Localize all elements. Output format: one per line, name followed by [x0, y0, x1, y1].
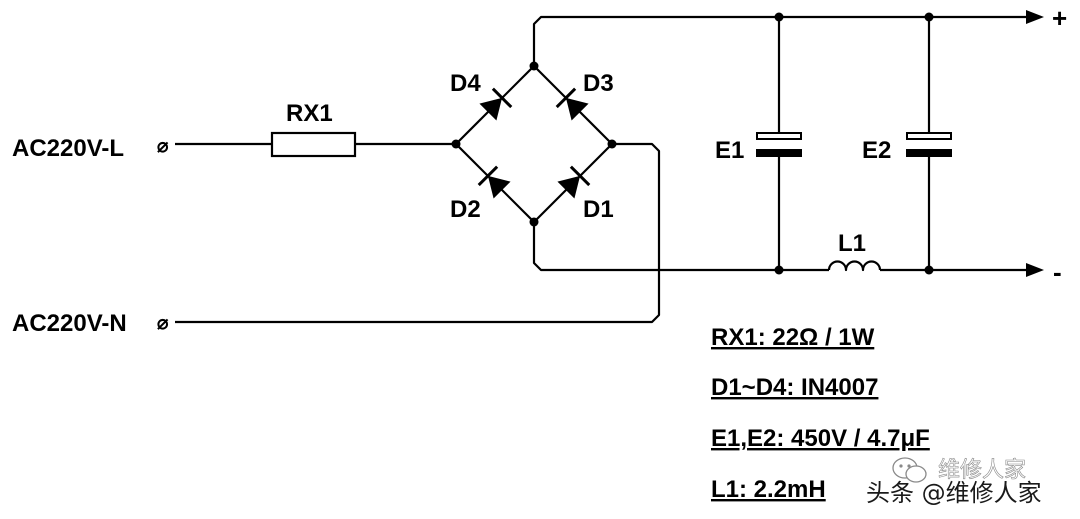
spec-capacitors: E1,E2: 450V / 4.7μF: [711, 425, 930, 452]
d1-label: D1: [583, 196, 614, 223]
junction-bridge-bottom: [529, 217, 539, 227]
junction-dots: [451, 12, 934, 275]
junction-bridge-right: [607, 139, 617, 149]
d3-diode-symbol: [555, 87, 589, 121]
junction-e1-bottom: [774, 265, 784, 275]
negative-rail-left: [532, 222, 829, 272]
spec-rx1: RX1: 22Ω / 1W: [711, 324, 875, 351]
junction-bridge-left: [451, 139, 461, 149]
spec-diodes: D1~D4: IN4007: [711, 374, 878, 401]
junction-e2-bottom: [924, 265, 934, 275]
rx1-resistor-symbol: [270, 131, 357, 158]
ac-l-terminal-symbol: ⌀: [157, 136, 169, 157]
e1-capacitor-symbol: [756, 132, 802, 157]
junction-bridge-top: [529, 61, 539, 71]
d3-label: D3: [583, 70, 614, 97]
ac-n-terminal-symbol: ⌀: [157, 313, 169, 334]
wires: [175, 15, 1028, 324]
e2-label: E2: [862, 137, 891, 164]
positive-output-label: +: [1052, 3, 1067, 33]
d2-diode-symbol: [477, 165, 511, 199]
l1-inductor-symbol: [827, 260, 882, 272]
rx1-label: RX1: [286, 100, 333, 127]
negative-output-label: -: [1053, 257, 1062, 287]
e2-capacitor-symbol: [906, 132, 952, 157]
d4-diode-symbol: [479, 87, 513, 121]
ac-n-wire: [175, 142, 661, 324]
positive-rail: [532, 15, 1028, 66]
negative-output-arrow: [1026, 263, 1044, 277]
junction-e1-top: [774, 12, 784, 22]
l1-label: L1: [838, 230, 866, 257]
d1-diode-symbol: [557, 165, 591, 199]
d2-label: D2: [450, 196, 481, 223]
wechat-watermark: 维修人家: [892, 457, 1026, 483]
watermark-bottom-text: 头条 @维修人家: [866, 479, 1042, 507]
spec-list: RX1: 22Ω / 1W D1~D4: IN4007 E1,E2: 450V …: [711, 324, 930, 503]
e1-label: E1: [715, 137, 744, 164]
junction-e2-top: [924, 12, 934, 22]
ac-n-terminal-label: AC220V-N: [12, 310, 127, 337]
ac-l-terminal-label: AC220V-L: [12, 135, 124, 162]
positive-output-arrow: [1026, 10, 1044, 24]
wechat-logo-icon: [892, 457, 927, 483]
d4-label: D4: [450, 70, 481, 97]
spec-inductor: L1: 2.2mH: [711, 476, 826, 503]
watermark-top-text: 维修人家: [938, 458, 1026, 483]
